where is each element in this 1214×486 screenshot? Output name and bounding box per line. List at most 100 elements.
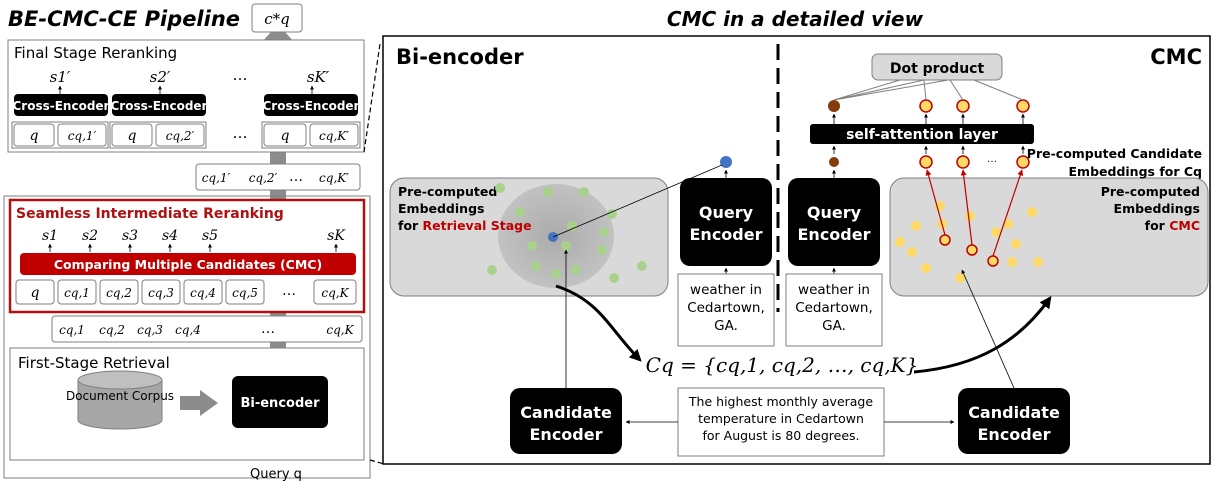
svg-text:cq,1′: cq,1′ [68,129,97,143]
cmc-detail-title: CMC in a detailed view [667,7,924,31]
candidate-set: Cq = {cq,1, cq,2, …, cq,K} [646,353,919,377]
reranked-item-2: cq,2′ [249,171,278,185]
candidate-embedding-row [919,155,1030,169]
query-encoder-cmc [788,178,880,266]
final-score-1: s1′ [50,68,71,86]
retrieved-item-1: cq,1 [59,323,85,337]
svg-text:cq,K: cq,K [321,286,349,300]
svg-text:cq,2: cq,2 [106,286,132,300]
final-pair-2: q cq,2′ [109,121,207,149]
retrieved-item-2: cq,2 [99,323,125,337]
dot-product-box [871,53,1003,81]
corpus-to-biencoder-arrow [180,390,218,416]
final-output-label: c*q [264,10,290,28]
first-stage-label: First-Stage Retrieval [18,354,170,372]
final-pair-k: q cq,K′ [261,121,361,149]
svg-text:cq,2′: cq,2′ [166,129,195,143]
intermediate-stage-label: Seamless Intermediate Reranking [16,206,284,222]
retrieved-ellipsis: … [261,321,275,337]
pipeline-title: BE-CMC-CE Pipeline [8,7,240,31]
score-2: s2 [82,228,98,244]
query-output-dot [720,156,732,168]
retrieval-embedding-dots [487,183,647,283]
cmc-panel-line3: for CMC [1145,218,1200,233]
reranked-item-k: cq,K′ [319,171,349,185]
retrieved-item-k: cq,K [326,323,354,337]
self-attention-layer [810,124,1034,144]
query-encoder-bi [680,178,772,266]
final-stage-label: Final Stage Reranking [14,44,177,62]
lower-left-frame [3,195,371,479]
cmc-inputs: q cq,1 cq,2 cq,3 cq,4 cq,5 … cq,K [15,279,357,305]
candidate-encoder-cmc [958,388,1070,454]
cmc-section-label: CMC [1150,45,1202,69]
query-text-box-cmc [785,273,883,347]
cross-encoder-k-label: Cross-Encoder [263,99,360,113]
svg-text:…: … [282,283,296,299]
retrieval-to-candidate-arrow [555,284,642,362]
candidate-to-cmc-arrow [913,296,1052,374]
score-4: s4 [162,228,178,244]
svg-text:cq,4: cq,4 [190,286,216,300]
retrieved-item-3: cq,3 [137,323,163,337]
svg-text:q: q [30,128,39,144]
reranked-item-1: cq,1′ [202,171,231,185]
candidate-encoder-bi [510,388,622,454]
score-k: sK [327,228,346,244]
retrieved-list-box [51,315,363,343]
document-corpus-label: Document Corpus [66,389,174,403]
svg-text:q: q [128,128,137,144]
first-stage-biencoder-label: Bi-encoder [240,396,320,411]
query-text-box-bi [677,273,775,347]
cross-encoder-2-label: Cross-Encoder [111,99,208,113]
candidate-encoder-cmc-link [961,269,1015,389]
query-label: Query q [250,467,302,482]
final-pair-ellipsis: … [233,124,248,142]
candidate-selection-lines [925,169,1024,257]
retrieval-panel-line3: for Retrieval Stage [398,218,532,233]
cmc-bar-label: Comparing Multiple Candidates (CMC) [54,257,322,272]
retrieval-panel-line2: Embeddings [398,201,484,216]
query-cmc-dot-upper [828,100,840,112]
cross-encoder-1-label: Cross-Encoder [13,99,110,113]
score-5: s5 [202,228,218,244]
svg-text:q: q [31,285,40,301]
svg-text:q: q [281,128,290,144]
final-score-k: sK′ [307,68,330,86]
reranked-list-box [195,163,361,191]
score-1: s1 [42,228,58,244]
svg-text:cq,3: cq,3 [148,286,174,300]
score-3: s3 [122,228,138,244]
cmc-bar [20,253,356,275]
selected-candidate-dots [939,234,999,267]
dot-product-label: Dot product [890,61,985,77]
zoom-line-top [363,43,381,153]
retrieved-item-4: cq,4 [175,323,201,337]
cross-encoder-1 [14,94,108,116]
reranked-ellipsis: … [289,169,303,185]
zoom-line-bottom [369,459,385,465]
cross-encoder-2 [112,94,206,116]
self-attention-label: self-attention layer [846,127,998,143]
biencoder-section-label: Bi-encoder [396,45,524,69]
final-score-2: s2′ [150,68,171,86]
svg-text:cq,K′: cq,K′ [319,129,349,143]
svg-text:cq,1: cq,1 [64,286,90,300]
dot-product-lines [833,79,1024,101]
final-score-ellipsis: … [233,66,248,84]
cmc-panel-line2: Embeddings [1114,201,1200,216]
svg-text:cq,5: cq,5 [232,286,258,300]
final-pair-1: q cq,1′ [11,121,109,149]
cross-encoder-k [264,94,358,116]
cmc-panel-line1: Pre-computed [1101,184,1200,199]
